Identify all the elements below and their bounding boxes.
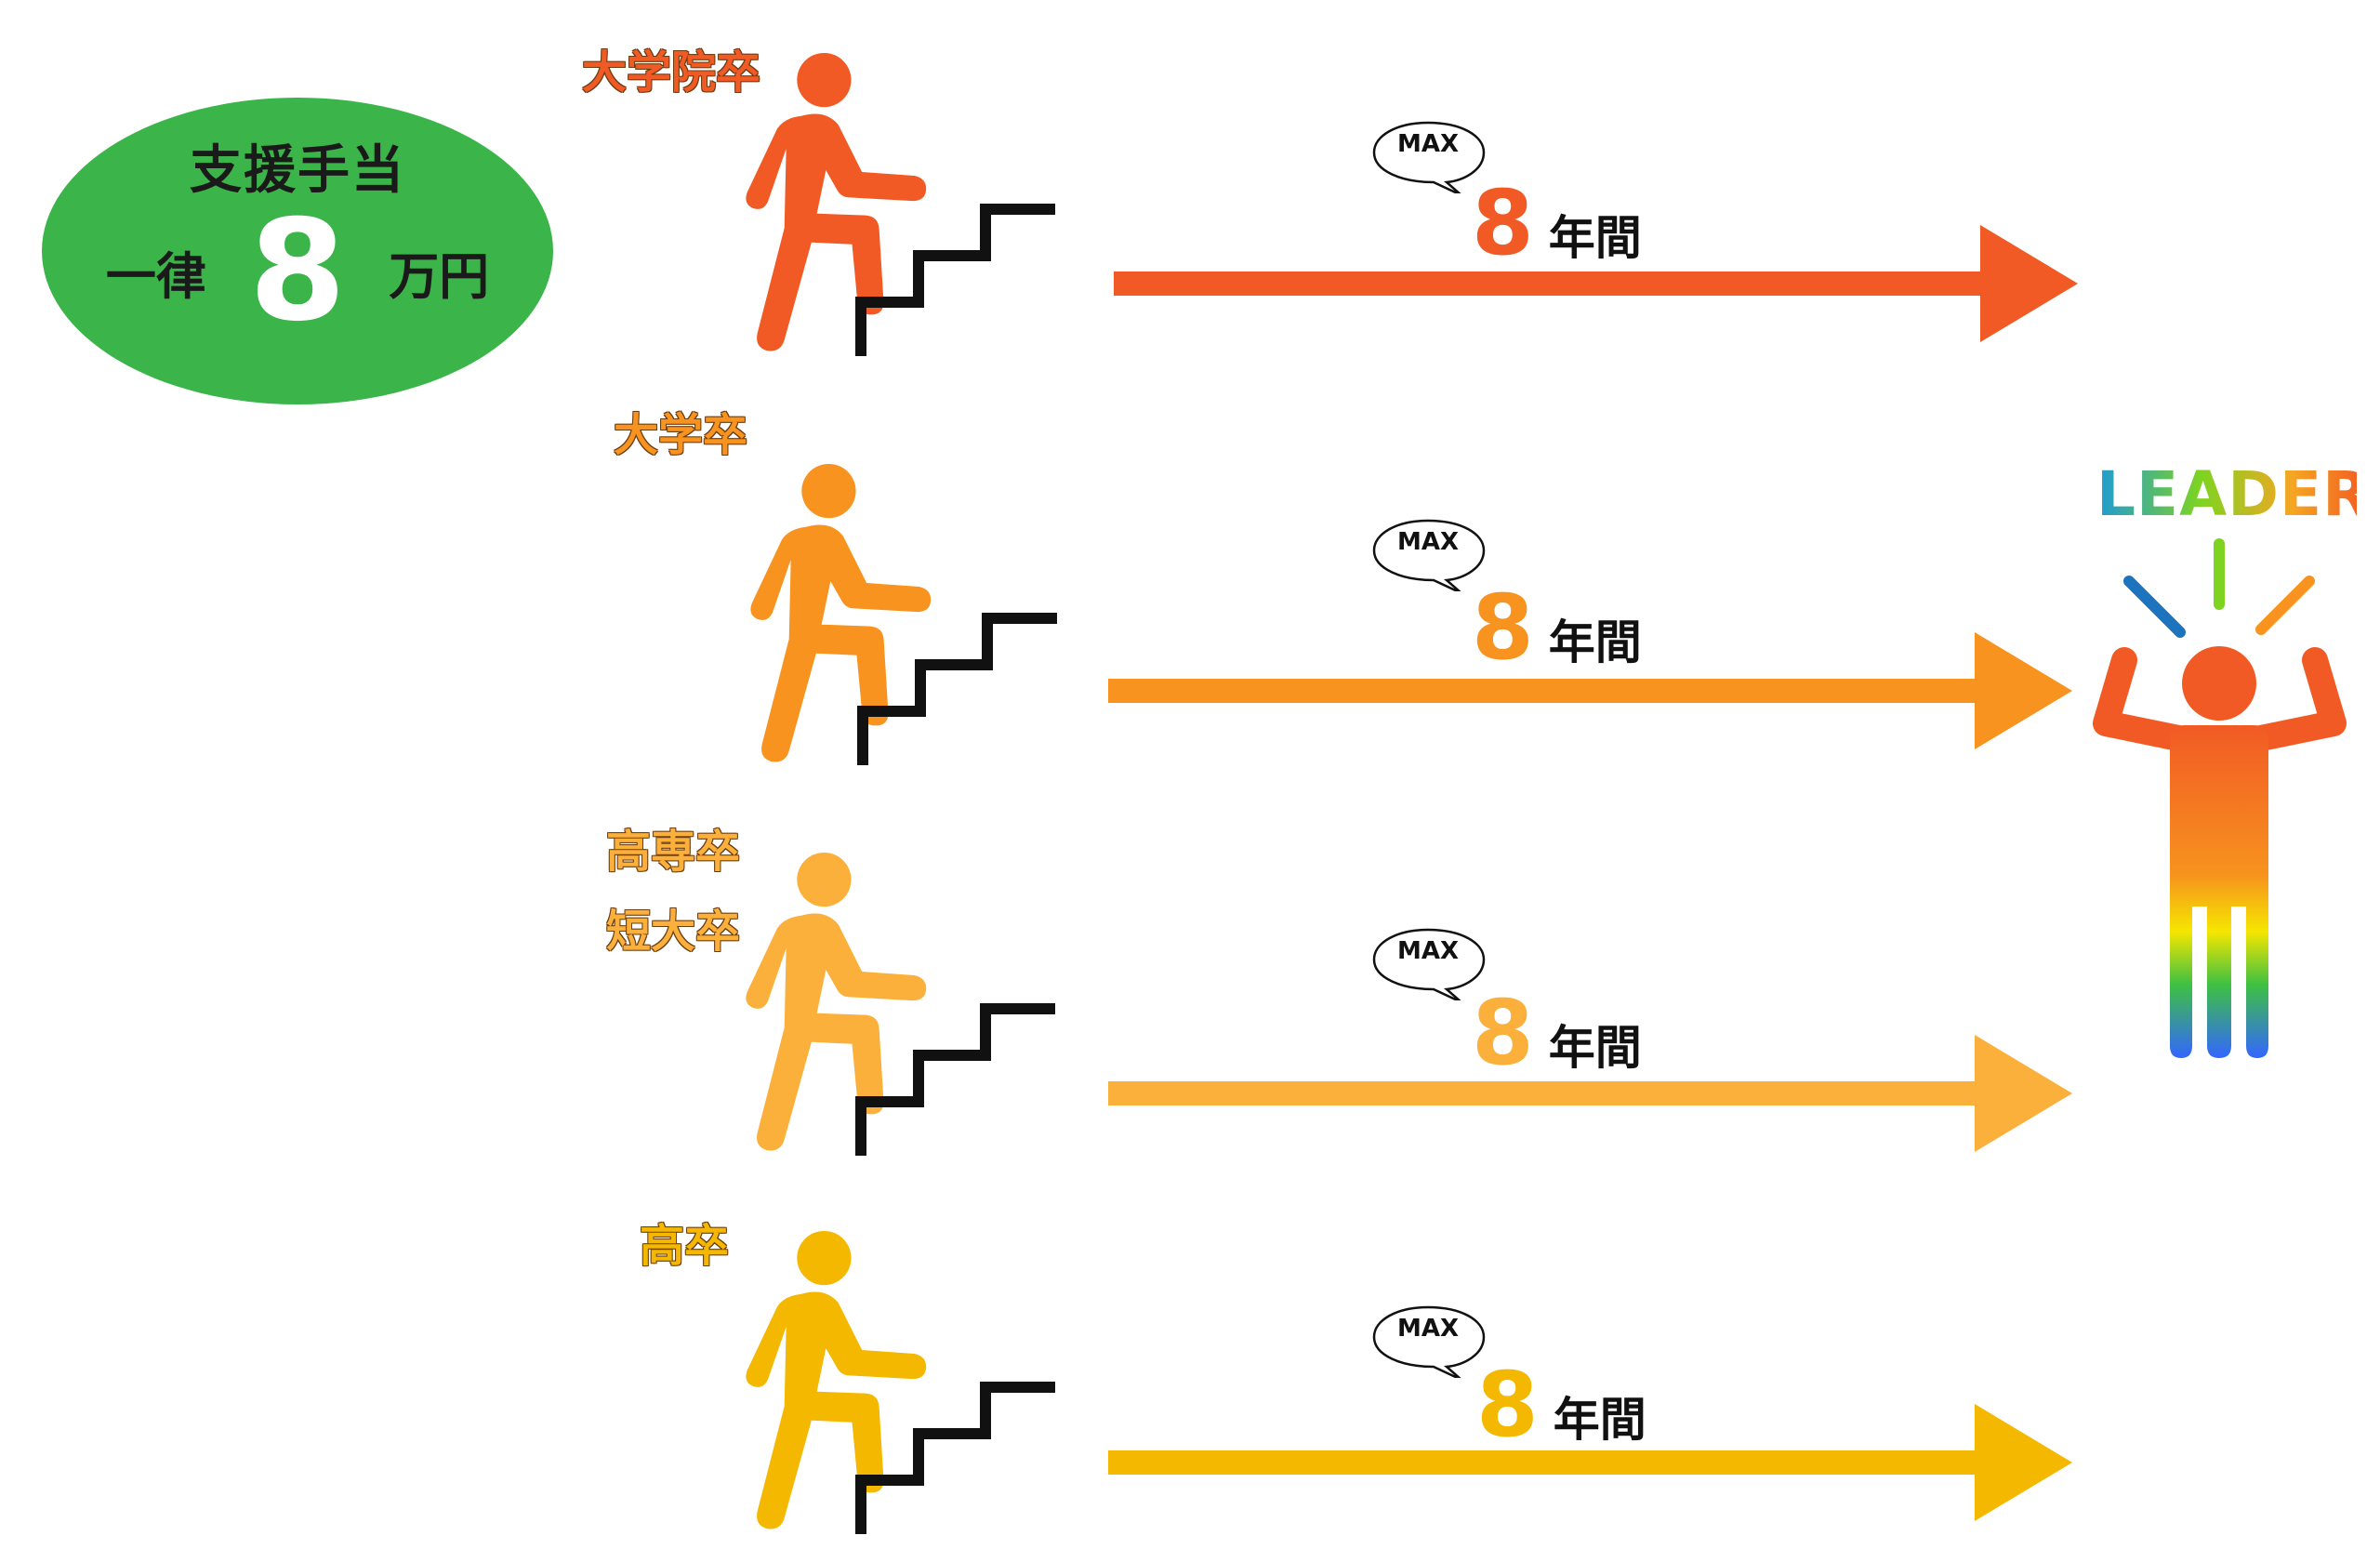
years-unit: 年間 xyxy=(1553,1393,1646,1447)
years-number: 8 xyxy=(1476,1353,1539,1457)
tier-1-max-label: MAX xyxy=(1396,130,1460,158)
badge-unit: 万円 xyxy=(389,246,490,306)
badge-prefix: 一律 xyxy=(105,246,206,306)
years-number: 8 xyxy=(1472,981,1534,1085)
badge-amount-row: 一律 8 万円 xyxy=(42,202,553,341)
years-unit: 年間 xyxy=(1548,616,1642,669)
arrow-right-icon xyxy=(1108,1404,2072,1521)
stairs-icon xyxy=(861,1009,1055,1156)
tier-3-label-2: 短大卒 xyxy=(606,906,741,958)
tier-2-max-label: MAX xyxy=(1396,528,1460,556)
person-climbing-stairs-icon xyxy=(750,463,932,762)
tier-4-years: 8 年間 xyxy=(1476,1360,1646,1449)
years-unit: 年間 xyxy=(1548,1021,1642,1075)
badge-title: 支援手当 xyxy=(190,140,405,201)
tier-4-label: 高卒 xyxy=(640,1220,730,1272)
stairs-icon xyxy=(863,618,1057,765)
tier-1-years: 8 年間 xyxy=(1472,179,1642,268)
allowance-badge xyxy=(42,98,553,404)
leader-title: LEADER xyxy=(2096,458,2371,530)
arrow-right-icon xyxy=(1108,1035,2072,1152)
years-unit: 年間 xyxy=(1548,211,1642,265)
tier-2-label: 大学卒 xyxy=(614,409,748,461)
arrow-right-icon xyxy=(1108,632,2072,749)
tier-3-label-1: 高専卒 xyxy=(606,826,741,878)
badge-amount: 8 xyxy=(248,191,347,352)
stairs-icon xyxy=(861,1387,1055,1534)
tier-4-max-label: MAX xyxy=(1396,1315,1460,1343)
stairs-icon xyxy=(861,209,1055,356)
cheering-person-icon xyxy=(2093,538,2347,1058)
tier-2-years: 8 年間 xyxy=(1472,583,1642,672)
tier-1-label: 大学院卒 xyxy=(582,46,761,99)
tier-3-years: 8 年間 xyxy=(1472,988,1642,1078)
tier-3-max-label: MAX xyxy=(1396,937,1460,965)
years-number: 8 xyxy=(1472,171,1534,275)
years-number: 8 xyxy=(1472,576,1534,680)
arrow-right-icon xyxy=(1114,225,2078,342)
